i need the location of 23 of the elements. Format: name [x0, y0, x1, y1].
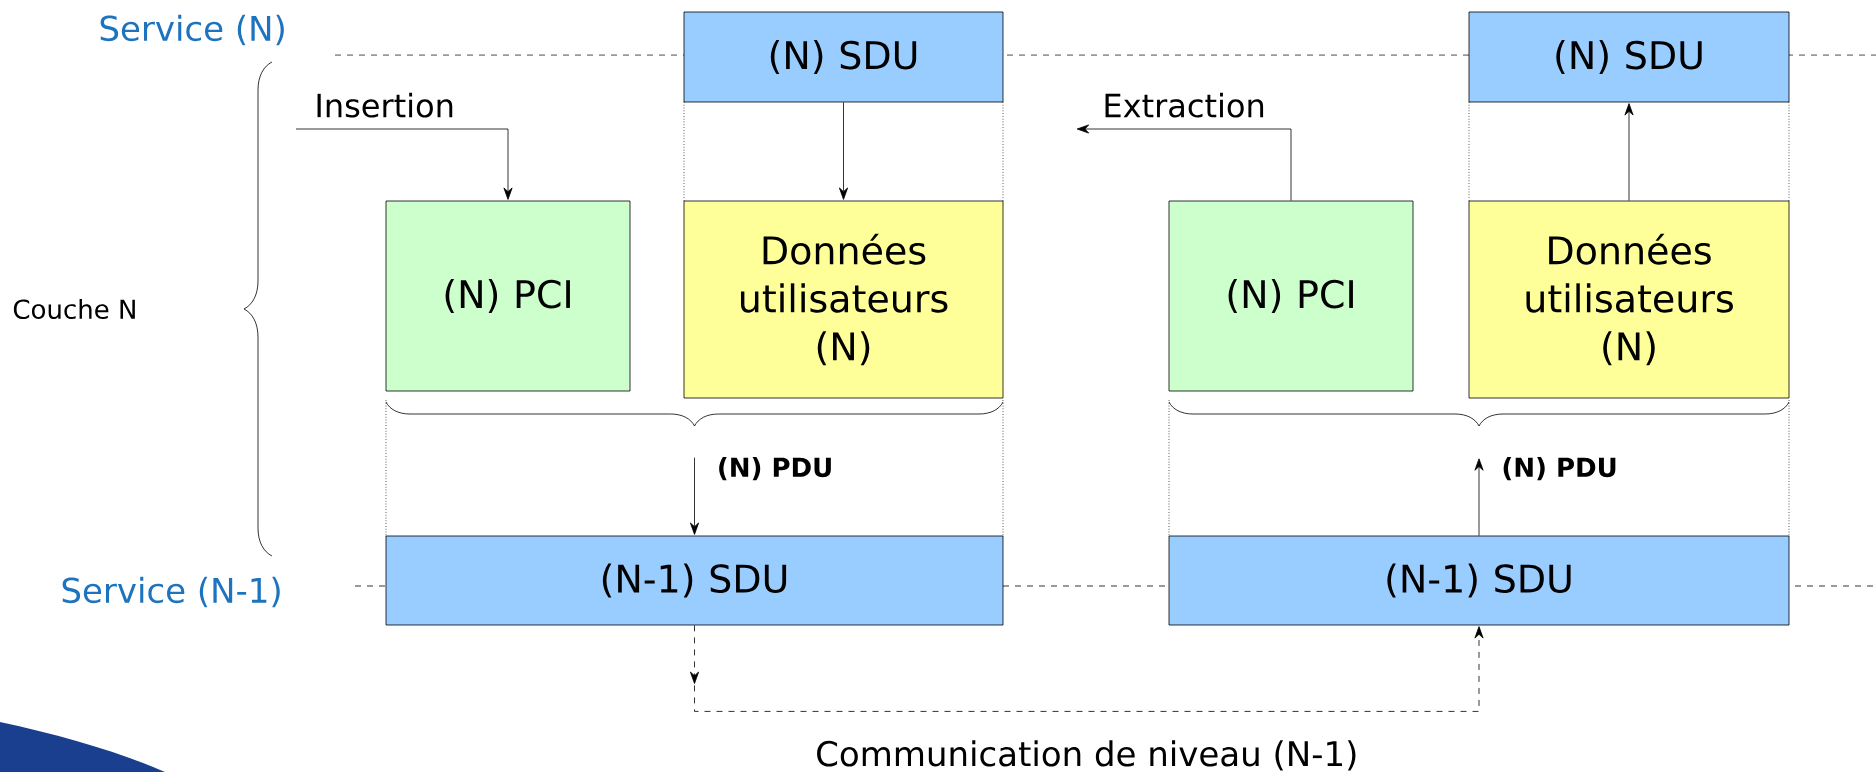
pci-box: (N) PCI: [1168, 200, 1414, 392]
arrow: [839, 102, 848, 200]
action-label: Insertion: [317, 92, 453, 118]
sdu-box: (N) SDU: [683, 11, 1004, 103]
sdu-box: (N-1) SDU: [1168, 535, 1790, 626]
edge-label: (N) PDU: [1499, 455, 1620, 483]
arrow: [1474, 458, 1484, 536]
arrow: [295, 128, 513, 200]
edge-label: Communication de niveau (N-1): [813, 738, 1361, 772]
sdu-box: (N-1) SDU: [385, 535, 1004, 626]
pci-box: (N) PCI: [385, 200, 631, 392]
arrow: [1624, 103, 1634, 201]
data-box: Données utilisateurs (N): [683, 200, 1004, 399]
action-label: Extraction: [1105, 92, 1264, 118]
service-label: Service (N): [100, 14, 284, 46]
arrow: [690, 457, 699, 535]
sdu-box: (N) SDU: [1468, 11, 1790, 103]
edge-label: (N) PDU: [714, 455, 836, 483]
arrow: [1076, 124, 1292, 201]
data-box: Données utilisateurs (N): [1468, 200, 1790, 399]
arrow: [690, 625, 1484, 712]
service-label: Service (N-1): [62, 576, 280, 608]
layer-label: Couche N: [13, 298, 135, 320]
